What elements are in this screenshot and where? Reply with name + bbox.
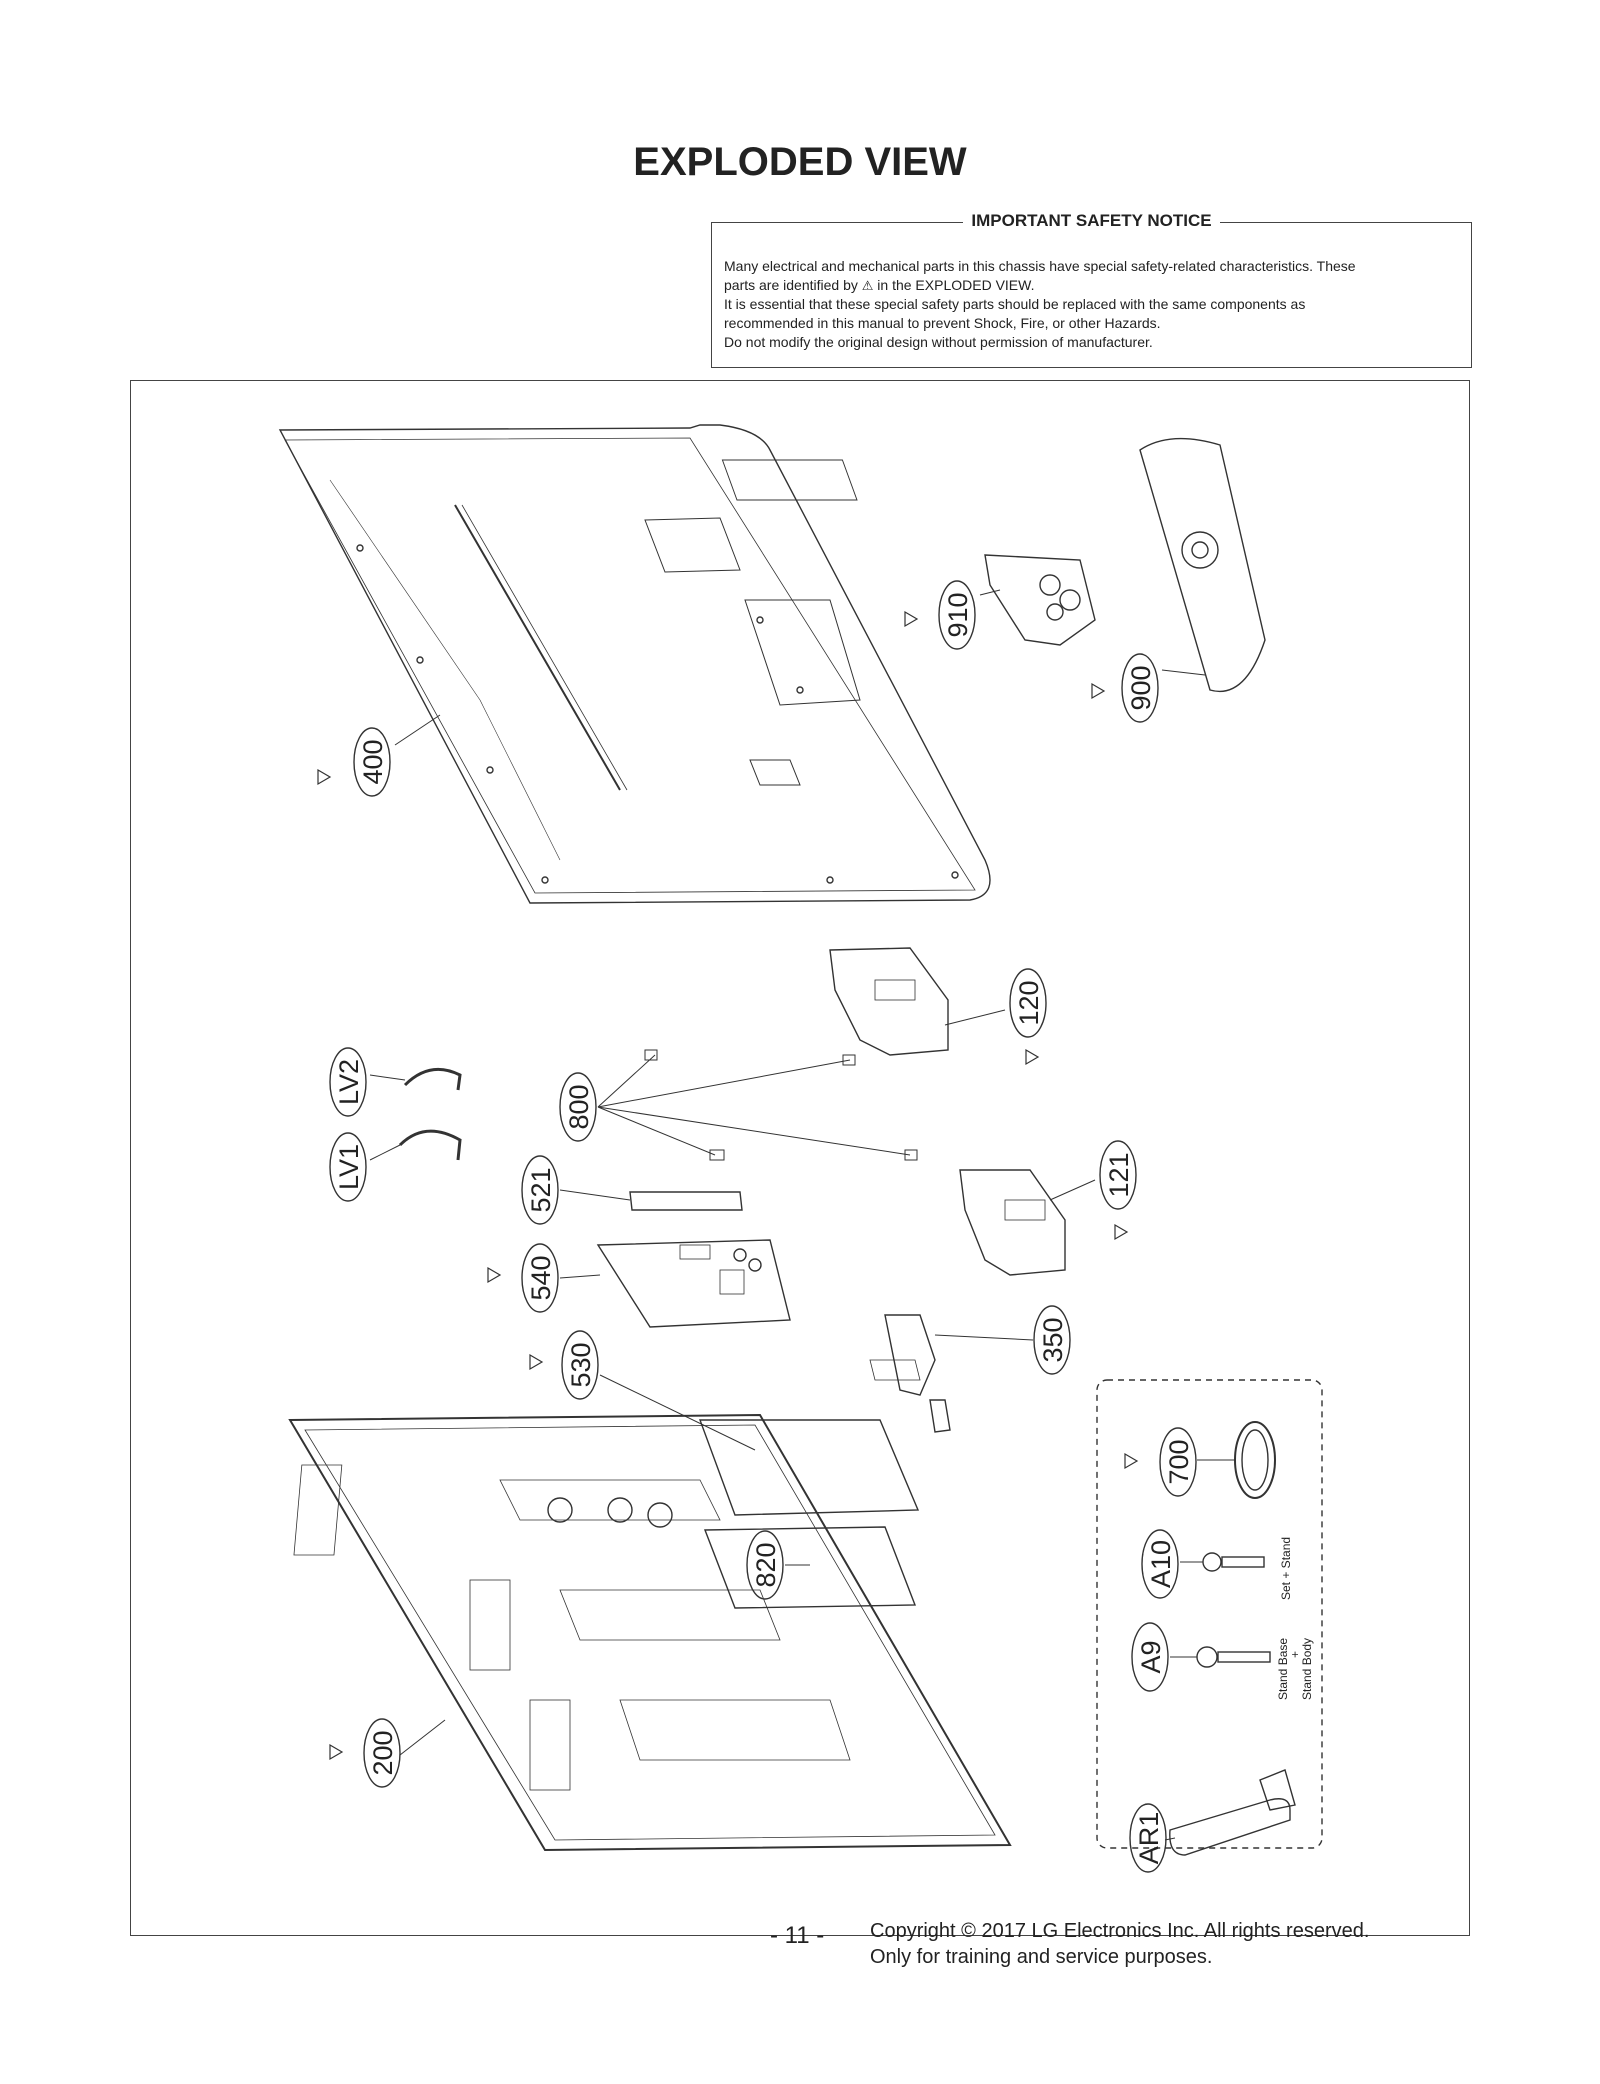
notice-line-3: It is essential that these special safet… (724, 296, 1306, 312)
a10-usage-label: Set + Stand (1279, 1537, 1293, 1600)
callout-900: 900 (1121, 653, 1159, 723)
svg-text:521: 521 (526, 1167, 556, 1212)
svg-text:121: 121 (1104, 1152, 1134, 1197)
svg-text:350: 350 (1038, 1317, 1068, 1362)
remote-ar1-drawing (1169, 1769, 1296, 1856)
diagram-frame (130, 380, 1470, 1936)
stand-base-drawing (1139, 437, 1266, 692)
copyright-line-2: Only for training and service purposes. (870, 1946, 1213, 1968)
svg-text:200: 200 (368, 1730, 398, 1775)
svg-text:LV1: LV1 (334, 1144, 364, 1190)
callout-121: 121 (1099, 1140, 1137, 1210)
callout-820: 820 (746, 1530, 784, 1600)
leader-lines (369, 589, 1235, 1841)
notice-line-1: Many electrical and mechanical parts in … (724, 258, 1356, 274)
callout-a10: A10 (1141, 1529, 1179, 1599)
speaker-120-drawing (829, 947, 949, 1056)
callout-521: 521 (521, 1155, 559, 1225)
page-title: EXPLODED VIEW (633, 140, 967, 184)
page-number: - 11 - (770, 1922, 825, 1949)
callout-910: 910 (938, 580, 976, 650)
callout-a9: A9 (1131, 1622, 1169, 1692)
copyright-block: Copyright © 2017 LG Electronics Inc. All… (870, 1918, 1369, 1970)
svg-text:530: 530 (566, 1342, 596, 1387)
a9-usage-label-1: Stand Base (1276, 1638, 1290, 1700)
callout-700: 700 (1159, 1427, 1197, 1497)
speaker-121-drawing (959, 1169, 1066, 1276)
svg-text:400: 400 (358, 739, 388, 784)
notice-line-2: parts are identified by ⚠ in the EXPLODE… (724, 277, 1035, 293)
copyright-line-1: Copyright © 2017 LG Electronics Inc. All… (870, 1920, 1370, 1942)
svg-text:700: 700 (1164, 1439, 1194, 1484)
callout-lv1: LV1 (329, 1132, 367, 1202)
callout-350: 350 (1033, 1305, 1071, 1375)
callout-540: 540 (521, 1243, 559, 1313)
part-350-drawing (869, 1314, 951, 1433)
svg-text:900: 900 (1126, 665, 1156, 710)
screw-a10-drawing (1202, 1552, 1265, 1572)
callout-lv2: LV2 (329, 1047, 367, 1117)
power-cord-700-drawing (1234, 1421, 1276, 1499)
notice-line-5: Do not modify the original design withou… (724, 334, 1153, 350)
stand-body-drawing (984, 554, 1096, 646)
power-board-530-drawing (698, 1419, 920, 1516)
svg-text:LV2: LV2 (334, 1059, 364, 1105)
panel-200-drawing (288, 1413, 1012, 1852)
svg-text:A10: A10 (1146, 1540, 1176, 1588)
callout-800: 800 (559, 1072, 597, 1142)
notice-line-4: recommended in this manual to prevent Sh… (724, 315, 1161, 331)
callout-ar1: AR1 (1129, 1803, 1167, 1873)
safety-notice-body: Many electrical and mechanical parts in … (724, 257, 1459, 352)
svg-text:540: 540 (526, 1255, 556, 1300)
svg-text:820: 820 (751, 1542, 781, 1587)
callout-530: 530 (561, 1330, 599, 1400)
callout-120: 120 (1009, 968, 1047, 1038)
svg-text:800: 800 (564, 1084, 594, 1129)
accessory-box (1096, 1379, 1323, 1849)
main-board-540-drawing (596, 1239, 791, 1328)
svg-text:120: 120 (1014, 980, 1044, 1025)
lvds-cable-lv2-drawing (403, 1067, 462, 1091)
back-cover-drawing (278, 424, 991, 904)
safety-notice-title: IMPORTANT SAFETY NOTICE (963, 211, 1220, 230)
bracket-521-drawing (629, 1191, 743, 1211)
screw-a9-drawing (1196, 1646, 1271, 1668)
svg-text:AR1: AR1 (1134, 1812, 1164, 1865)
sheet-820-drawing (703, 1526, 917, 1609)
svg-text:910: 910 (943, 592, 973, 637)
callout-200: 200 (363, 1718, 401, 1788)
a9-usage-plus: + (1288, 1651, 1302, 1658)
warning-triangle-icon (317, 610, 1139, 1761)
a9-usage-label-2: Stand Body (1300, 1638, 1314, 1700)
svg-text:A9: A9 (1136, 1640, 1166, 1673)
callout-400: 400 (353, 727, 391, 797)
lvds-cable-lv1-drawing (398, 1129, 462, 1161)
safety-notice-box: IMPORTANT SAFETY NOTICE Many electrical … (711, 211, 1472, 368)
warning-triangle-icon: ⚠ (861, 278, 874, 293)
